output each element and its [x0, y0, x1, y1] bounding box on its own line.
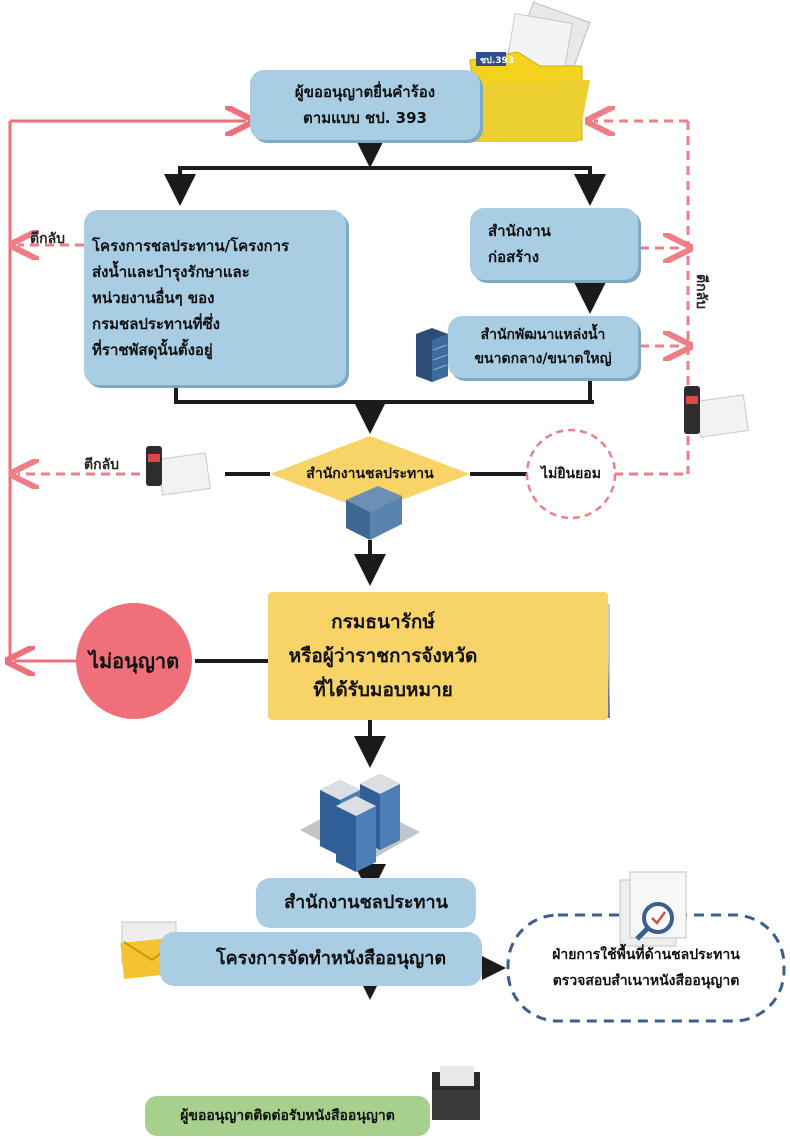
svg-text:ชป.393: ชป.393 — [480, 55, 514, 66]
water-dev-line1: สำนักพัฒนาแหล่งน้ำ — [480, 327, 606, 343]
area-use-section: ฝ่ายการใช้พื้นที่ด้านชลประทาน ตรวจสอบสำเ… — [510, 920, 782, 1016]
return-label-left-mid: ตีกลับ — [84, 457, 120, 473]
stamp-document-icon — [146, 446, 211, 496]
treasury-line3: ที่ได้รับมอบหมาย — [313, 679, 453, 701]
regional-projects-line5: ที่ราชพัสดุนั้นตั้งอยู่ — [92, 340, 213, 359]
server-cluster-icon — [300, 774, 420, 872]
treasury-line2: หรือผู้ว่าราชการจังหวัด — [288, 645, 478, 667]
construction-office-line1: สำนักงาน — [488, 222, 551, 240]
applicant-submit-box: ผู้ขออนุญาตยื่นคำร้อง ตามแบบ ชป. 393 — [250, 70, 480, 140]
treasury-box: กรมธนารักษ์ หรือผู้ว่าราชการจังหวัด ที่ไ… — [268, 592, 608, 720]
regional-projects-line4: กรมชลประทานที่ซึ่ง — [92, 314, 220, 333]
permit-project-box: โครงการจัดทำหนังสืออนุญาต — [160, 932, 482, 986]
document-folder-icon: ชป.393 — [469, 1, 591, 142]
decision-label: สำนักงานชลประทาน — [306, 466, 434, 482]
return-label-left-top: ตีกลับ — [30, 231, 66, 247]
water-dev-office-box: สำนักพัฒนาแหล่งน้ำ ขนาดกลาง/ขนาดใหญ่ — [448, 316, 638, 378]
applicant-receive-box: ผู้ขออนุญาตติดต่อรับหนังสืออนุญาต — [145, 1096, 430, 1136]
not-consent-label: ไม่ยินยอม — [541, 466, 601, 482]
regional-projects-line3: หน่วยงานอื่นๆ ของ — [92, 288, 215, 307]
regional-projects-line1: โครงการชลประทาน/โครงการ — [92, 236, 290, 255]
file-box-icon — [432, 1066, 480, 1120]
not-consent-circle — [525, 428, 617, 520]
area-use-line2: ตรวจสอบสำเนาหนังสืออนุญาต — [552, 973, 740, 989]
water-dev-line2: ขนาดกลาง/ขนาดใหญ่ — [474, 351, 612, 367]
not-permit-label: ไม่อนุญาต — [88, 649, 180, 673]
document-magnifier-icon — [619, 871, 687, 947]
applicant-submit-line1: ผู้ขออนุญาตยื่นคำร้อง — [294, 83, 436, 101]
treasury-line1: กรมธนารักษ์ — [331, 611, 435, 633]
construction-office-box: สำนักงาน ก่อสร้าง — [470, 208, 638, 280]
decision-diamond — [270, 436, 470, 512]
irrigation-office-pill: สำนักงานชลประทาน — [256, 878, 476, 928]
return-label-right: ตีกลับ — [693, 274, 709, 310]
small-building-icon — [416, 328, 448, 382]
construction-office-line2: ก่อสร้าง — [488, 248, 540, 266]
server-rack-icon — [346, 486, 402, 540]
stamp-document-icon-right — [684, 386, 749, 438]
applicant-submit-line2: ตามแบบ ชป. 393 — [303, 109, 427, 127]
not-permit-circle — [76, 603, 192, 719]
regional-projects-box: โครงการชลประทาน/โครงการ ส่งน้ำและบำรุงรั… — [84, 210, 346, 385]
regional-projects-line2: ส่งน้ำและบำรุงรักษาและ — [92, 262, 250, 281]
area-use-line1: ฝ่ายการใช้พื้นที่ด้านชลประทาน — [552, 947, 740, 963]
